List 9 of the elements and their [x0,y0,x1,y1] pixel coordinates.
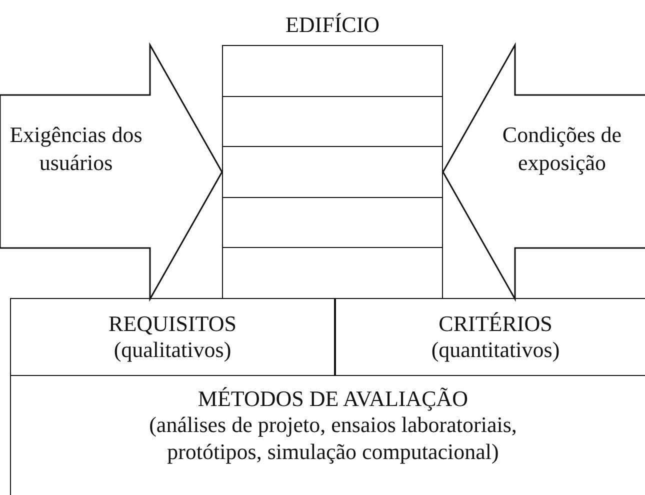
panel-heading: CRITÉRIOS [438,311,552,338]
building-title: EDIFÍCIO [284,11,381,39]
panel-heading: MÉTODOS DE AVALIAÇÃO [198,386,468,412]
panel-subtext: (quantitativos) [431,337,560,364]
panel-heading: REQUISITOS [108,311,236,338]
arrow-label: Condições de exposição [501,121,623,176]
panel-subtext: (análises de projeto, ensaios laboratoriais, protótipos, simulação computacional) [148,412,518,466]
panel-subtext: (qualitativos) [114,337,232,364]
arrow-label: Exigências dos usuários [8,121,144,176]
